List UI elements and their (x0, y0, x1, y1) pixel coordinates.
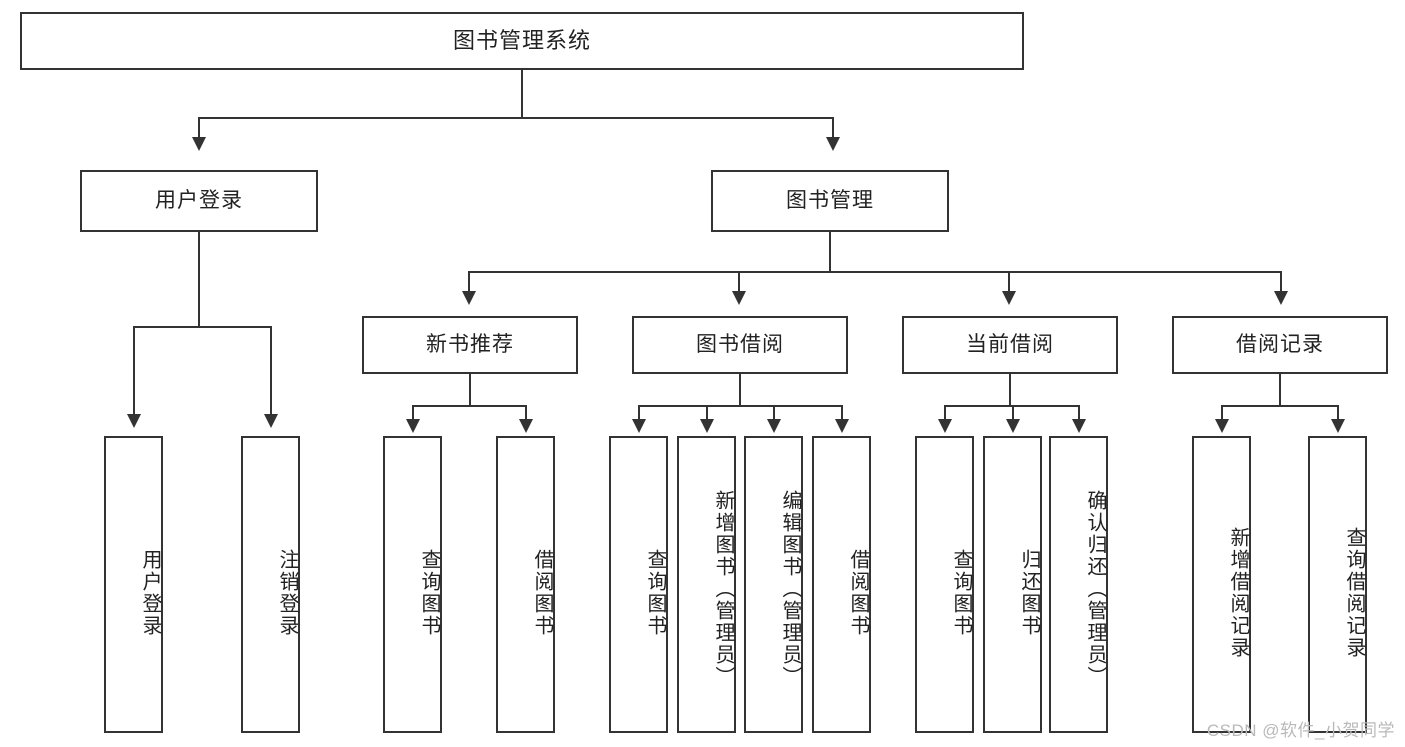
arrow-to-book-borrow (732, 291, 746, 305)
connector-bb-drop-1 (638, 405, 640, 421)
connector-root-drop-right (832, 117, 834, 139)
connector-bb-drop-2 (706, 405, 708, 421)
connector-book-management-stem (829, 232, 831, 272)
connector-bm-drop-2 (738, 271, 740, 293)
connector-root-drop-left (198, 117, 200, 139)
leaf-query-book-recommend[interactable]: 查询图书 (383, 436, 442, 733)
connector-bb-drop-3 (773, 405, 775, 421)
node-current-borrow[interactable]: 当前借阅 (902, 316, 1118, 374)
arrow-to-leaf-query-record (1331, 419, 1345, 433)
connector-bm-drop-4 (1280, 271, 1282, 293)
connector-cb-drop-1 (944, 405, 946, 421)
connector-bb-bus (638, 405, 843, 407)
connector-book-management-bus (468, 271, 1282, 273)
connector-user-login-drop-1 (133, 326, 135, 416)
node-new-book-recommend[interactable]: 新书推荐 (362, 316, 578, 374)
node-user-login[interactable]: 用户登录 (80, 170, 318, 232)
connector-user-login-drop-2 (270, 326, 272, 416)
leaf-add-borrow-record[interactable]: 新增借阅记录 (1192, 436, 1251, 733)
arrow-to-book-management (826, 137, 840, 151)
connector-user-login-stem (198, 232, 200, 327)
connector-root-bus (198, 117, 834, 119)
arrow-to-borrow-record (1274, 291, 1288, 305)
arrow-to-current-borrow (1002, 291, 1016, 305)
connector-br-bus (1221, 405, 1339, 407)
connector-user-login-bus (133, 326, 272, 328)
arrow-to-leaf-edit-book (767, 419, 781, 433)
arrow-to-leaf-add-record (1215, 419, 1229, 433)
connector-br-drop-1 (1221, 405, 1223, 421)
node-book-management[interactable]: 图书管理 (711, 170, 949, 232)
node-borrow-record[interactable]: 借阅记录 (1172, 316, 1388, 374)
leaf-borrow-book-borrow[interactable]: 借阅图书 (812, 436, 871, 733)
leaf-confirm-return-admin[interactable]: 确认归还（管理员） (1049, 436, 1108, 733)
arrow-to-leaf-query-book-1 (406, 419, 420, 433)
connector-root-stem (521, 70, 523, 118)
leaf-add-book-admin[interactable]: 新增图书（管理员） (677, 436, 736, 733)
connector-bb-drop-4 (841, 405, 843, 421)
leaf-return-book[interactable]: 归还图书 (983, 436, 1042, 733)
arrow-to-leaf-return-book (1006, 419, 1020, 433)
arrow-to-leaf-query-book-2 (632, 419, 646, 433)
arrow-to-user-login (192, 137, 206, 151)
connector-br-drop-2 (1337, 405, 1339, 421)
leaf-query-book-current[interactable]: 查询图书 (915, 436, 974, 733)
arrow-to-leaf-confirm-return (1072, 419, 1086, 433)
connector-nbr-drop-2 (525, 405, 527, 421)
leaf-edit-book-admin[interactable]: 编辑图书（管理员） (744, 436, 803, 733)
arrow-to-leaf-borrow-book-2 (835, 419, 849, 433)
leaf-logout[interactable]: 注销登录 (241, 436, 300, 733)
connector-cb-stem (1009, 374, 1011, 406)
arrow-to-leaf-user-login (127, 414, 141, 428)
connector-bb-stem (739, 374, 741, 406)
csdn-watermark: CSDN @软件_小贺同学 (1206, 721, 1395, 740)
connector-bm-drop-3 (1008, 271, 1010, 293)
arrow-to-leaf-borrow-book-1 (519, 419, 533, 433)
connector-nbr-bus (412, 405, 527, 407)
leaf-borrow-book-recommend[interactable]: 借阅图书 (496, 436, 555, 733)
connector-br-stem (1279, 374, 1281, 406)
leaf-query-borrow-record[interactable]: 查询借阅记录 (1308, 436, 1367, 733)
arrow-to-new-book-recommend (462, 291, 476, 305)
connector-bm-drop-1 (468, 271, 470, 293)
arrow-to-leaf-query-book-3 (938, 419, 952, 433)
connector-cb-drop-2 (1012, 405, 1014, 421)
node-root-system[interactable]: 图书管理系统 (20, 12, 1024, 70)
arrow-to-leaf-add-book (700, 419, 714, 433)
connector-cb-drop-3 (1078, 405, 1080, 421)
arrow-to-leaf-logout (264, 414, 278, 428)
connector-nbr-drop-1 (412, 405, 414, 421)
leaf-query-book-borrow[interactable]: 查询图书 (609, 436, 668, 733)
leaf-user-login[interactable]: 用户登录 (104, 436, 163, 733)
node-book-borrow[interactable]: 图书借阅 (632, 316, 848, 374)
connector-nbr-stem (469, 374, 471, 406)
